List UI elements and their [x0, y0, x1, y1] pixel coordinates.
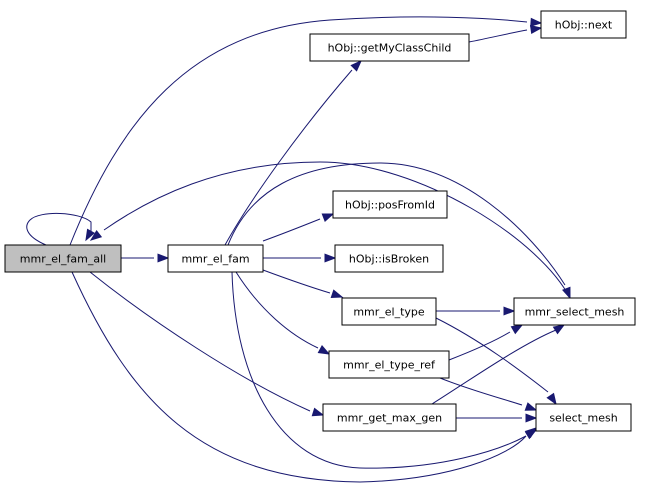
edge-fam_all-to-max_gen [89, 271, 325, 417]
node-next[interactable]: hObj::next [540, 10, 627, 39]
arrowhead [524, 429, 538, 440]
edge-getMyClassChild-to-next [468, 25, 543, 43]
edge-line [448, 331, 511, 361]
arrowhead [321, 213, 335, 222]
edge-fam_all-to-next [69, 16, 543, 246]
node-fam_all[interactable]: mmr_el_fam_all [4, 244, 122, 273]
node-label: mmr_el_type_ref [343, 359, 436, 372]
arrowhead [530, 17, 543, 27]
node-box[interactable] [341, 297, 437, 326]
edge-fam-to-el_type_ref [235, 271, 331, 355]
arrowhead [525, 413, 538, 423]
node-box[interactable] [513, 297, 636, 326]
node-el_type_ref[interactable]: mmr_el_type_ref [328, 350, 450, 379]
node-box[interactable] [334, 244, 444, 273]
node-label: mmr_el_fam_all [20, 253, 106, 266]
edge-line [262, 269, 331, 294]
edge-line [224, 69, 353, 246]
arrowhead [311, 407, 325, 417]
edge-line [89, 271, 311, 412]
arrowhead [529, 25, 543, 34]
arrowhead [85, 228, 96, 242]
arrowhead [89, 230, 103, 241]
node-label: mmr_el_fam [181, 253, 249, 266]
arrowhead [317, 344, 331, 355]
node-label: hObj::next [555, 19, 613, 32]
edge-el_type-to-mmr_select_mesh [436, 306, 516, 316]
node-box[interactable] [4, 244, 122, 273]
edge-line [227, 162, 566, 286]
node-box[interactable] [322, 403, 457, 432]
edge-line [231, 271, 527, 469]
node-select_mesh[interactable]: select_mesh [535, 403, 632, 432]
edge-fam-to-el_type [262, 269, 344, 298]
edge-line [235, 271, 319, 349]
edge-line [435, 317, 549, 393]
node-box[interactable] [332, 190, 448, 219]
arrowhead [350, 60, 362, 72]
arrowhead [546, 392, 557, 406]
edge-fam-to-getMyClassChild [224, 60, 362, 246]
node-el_type[interactable]: mmr_el_type [341, 297, 437, 326]
nodes-layer: mmr_el_fam_all mmr_el_fam hObj::getMyClass… [4, 10, 636, 432]
edge-line [431, 329, 557, 405]
edge-fam-to-select_mesh [231, 271, 538, 469]
node-fam[interactable]: mmr_el_fam [167, 244, 264, 273]
node-isBroken[interactable]: hObj::isBroken [334, 244, 444, 273]
arrowhead [503, 306, 516, 316]
node-posFromId[interactable]: hObj::posFromId [332, 190, 448, 219]
edge-fam-to-isBroken [263, 253, 337, 263]
arrowhead [157, 253, 170, 263]
edge-line [439, 377, 523, 406]
arrowhead [324, 253, 337, 263]
node-max_gen[interactable]: mmr_get_max_gen [322, 403, 457, 432]
node-box[interactable] [540, 10, 627, 39]
edge-line [103, 161, 571, 299]
edge-el_type_ref-to-mmr_select_mesh [448, 324, 524, 361]
edge-fam-to-mmr_select_mesh [227, 162, 571, 300]
edge-max_gen-to-mmr_select_mesh [431, 324, 566, 405]
edges-layer [26, 16, 571, 483]
node-box[interactable] [167, 244, 264, 273]
node-box[interactable] [535, 403, 632, 432]
edge-max_gen-to-select_mesh [456, 413, 538, 423]
edge-line [69, 16, 528, 246]
node-box[interactable] [309, 33, 470, 62]
node-mmr_select_mesh[interactable]: mmr_select_mesh [513, 297, 636, 326]
node-label: mmr_select_mesh [525, 306, 625, 319]
edge-el_type_ref-to-select_mesh [439, 377, 538, 411]
edge-line [262, 218, 321, 242]
arrowhead [562, 286, 571, 300]
node-label: hObj::isBroken [349, 253, 429, 266]
node-label: select_mesh [549, 412, 617, 425]
arrowhead [552, 324, 566, 335]
node-box[interactable] [328, 350, 450, 379]
edge-el_type-to-select_mesh [435, 317, 557, 406]
arrowhead [510, 324, 524, 335]
node-label: hObj::getMyClassChild [328, 42, 452, 55]
edge-fam-to-posFromId [262, 213, 335, 242]
edge-fam_all-to-mmr_select_mesh [89, 161, 571, 299]
node-label: mmr_get_max_gen [337, 412, 442, 425]
edge-fam_all-to-fam_all [26, 212, 96, 246]
node-getMyClassChild[interactable]: hObj::getMyClassChild [309, 33, 470, 62]
arrowhead [524, 402, 538, 411]
node-label: mmr_el_type [353, 306, 425, 319]
edge-line [71, 271, 527, 483]
edge-line [468, 29, 528, 43]
node-label: hObj::posFromId [345, 199, 435, 212]
edge-fam_all-to-select_mesh [71, 271, 538, 483]
arrowhead [330, 289, 344, 298]
edge-fam_all-to-fam [121, 253, 170, 263]
